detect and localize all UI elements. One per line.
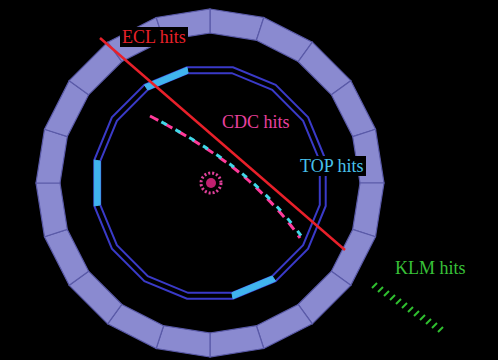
ecl-segment: [210, 9, 264, 40]
interaction-point: [201, 173, 221, 193]
cdc-track: [150, 116, 300, 238]
ecl-segment: [36, 129, 67, 183]
ecl-segment: [331, 81, 375, 137]
top-hit: [94, 160, 100, 206]
top-track: [154, 118, 304, 240]
top-module-ring: [100, 73, 320, 293]
top-hit: [144, 67, 188, 90]
klm-strip: [384, 291, 389, 296]
top-ring: [94, 67, 325, 298]
klm-strip: [414, 311, 419, 316]
ecl-segment: [156, 326, 210, 357]
ecl-segment: [210, 326, 264, 357]
klm-strip: [426, 319, 431, 324]
klm-strip: [420, 315, 425, 320]
interaction-core: [206, 178, 216, 188]
klm-strip: [432, 323, 437, 328]
ecl-segment: [353, 183, 384, 237]
klm-strip: [378, 287, 383, 292]
top-module-ring: [94, 67, 325, 298]
klm-strip: [390, 295, 395, 300]
klm-strip: [372, 283, 377, 288]
hit-label: KLM hits: [393, 258, 468, 278]
klm-strip: [408, 307, 413, 312]
klm-strip: [402, 303, 407, 308]
ecl-segment: [45, 229, 89, 285]
klm-strip: [438, 327, 443, 332]
hit-label: CDC hits: [220, 112, 292, 132]
top-hit: [232, 276, 276, 299]
klm-strip: [396, 299, 401, 304]
hit-label: TOP hits: [298, 156, 366, 176]
ecl-segment: [36, 183, 67, 237]
ecl-segment: [256, 304, 312, 348]
hit-label: ECL hits: [120, 27, 188, 47]
ecl-ring: [36, 9, 384, 357]
klm-hits: [372, 283, 443, 332]
ecl-track: [100, 38, 345, 250]
